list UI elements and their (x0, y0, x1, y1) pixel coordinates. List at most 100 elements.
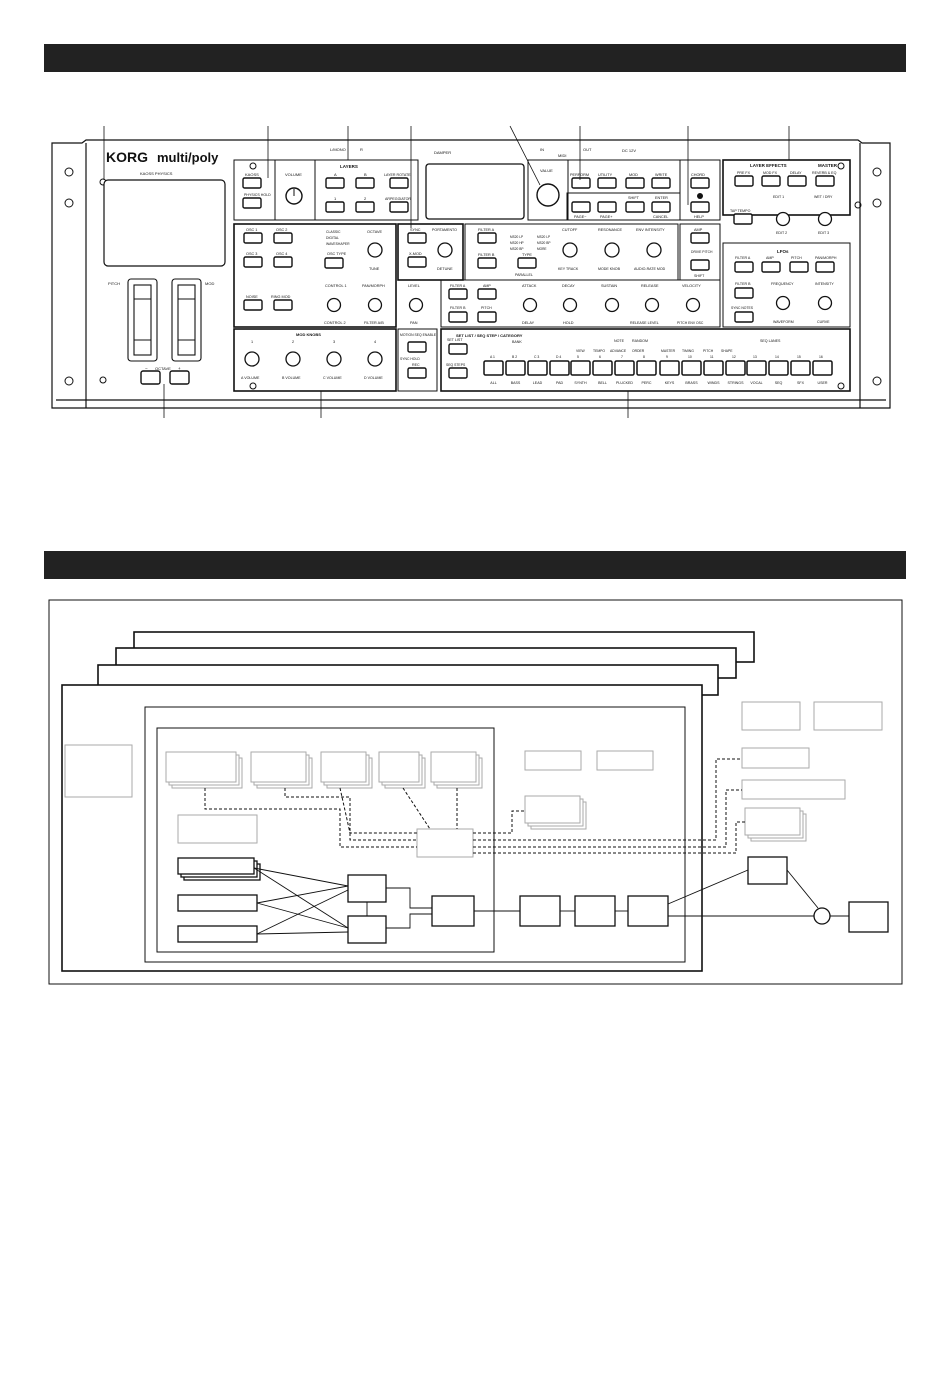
lfo-amp-button[interactable] (761, 261, 781, 273)
help-label: HELP (694, 215, 704, 219)
category-button-brass[interactable] (681, 360, 702, 376)
prefx-button[interactable] (734, 175, 754, 187)
rec-button[interactable] (407, 367, 427, 379)
delay-button[interactable] (787, 175, 807, 187)
enter-button[interactable] (651, 201, 671, 213)
sync-notes-button[interactable] (734, 311, 754, 323)
lfo-filter-b-button[interactable] (734, 287, 754, 299)
noise-button[interactable] (243, 299, 263, 311)
category-button-user[interactable] (812, 360, 833, 376)
lfo-filter-a-label: FILTER A (735, 256, 751, 260)
prefx-label: PRE FX (737, 171, 751, 175)
octave-knob[interactable] (367, 242, 383, 258)
ring-mod-button[interactable] (273, 299, 293, 311)
xmod-button[interactable] (407, 256, 427, 268)
frequency-knob[interactable] (775, 295, 791, 311)
filter-ab-knob[interactable] (367, 297, 383, 313)
env-filter-b-button[interactable] (448, 311, 468, 323)
release-knob[interactable] (644, 297, 660, 313)
octave-down-button[interactable] (140, 370, 161, 385)
arp-button[interactable] (389, 201, 409, 213)
category-button-keys[interactable] (659, 360, 680, 376)
category-button-lead[interactable] (527, 360, 548, 376)
mod-button[interactable] (625, 177, 645, 189)
edit2-knob[interactable] (775, 211, 791, 227)
level-knob[interactable] (408, 297, 424, 313)
sustain-knob[interactable] (604, 297, 620, 313)
category-button-vocal[interactable] (746, 360, 767, 376)
lfo-panmorph-button[interactable] (815, 261, 835, 273)
category-button-pad[interactable] (549, 360, 570, 376)
mod-knob-2[interactable] (285, 351, 301, 367)
set-list-button[interactable] (448, 343, 468, 355)
kaoss-pad[interactable] (103, 179, 226, 267)
control1-knob[interactable] (326, 297, 342, 313)
amp-button[interactable] (690, 232, 710, 244)
shift-button[interactable] (625, 201, 645, 213)
perform-button[interactable] (571, 177, 591, 189)
velocity-knob[interactable] (685, 297, 701, 313)
osc-type-button[interactable] (324, 257, 344, 269)
category-button-winds[interactable] (703, 360, 724, 376)
page-plus-button[interactable] (597, 201, 617, 213)
category-button-bass[interactable] (505, 360, 526, 376)
category-button-sfx[interactable] (790, 360, 811, 376)
drive-button[interactable] (690, 259, 710, 271)
osc3-button[interactable] (243, 256, 263, 268)
detune-knob[interactable] (437, 242, 453, 258)
category-button-perc[interactable] (636, 360, 657, 376)
reverb-button[interactable] (815, 175, 835, 187)
help-button[interactable] (690, 201, 710, 213)
lfo-pitch-button[interactable] (789, 261, 809, 273)
env-intensity-knob[interactable] (646, 242, 662, 258)
env-pitch-button[interactable] (477, 311, 497, 323)
layer-rotate-button[interactable] (389, 177, 409, 189)
lfo-filter-a-button[interactable] (734, 261, 754, 273)
intensity-knob[interactable] (817, 295, 833, 311)
attack-knob[interactable] (522, 297, 538, 313)
sync-button[interactable] (407, 232, 427, 244)
filter-a-button[interactable] (477, 232, 497, 244)
layer-2-button[interactable] (355, 201, 375, 213)
page-minus-button[interactable] (571, 201, 591, 213)
advance-label: ADVANCE (610, 349, 627, 353)
chord-button[interactable] (690, 177, 710, 189)
layer-1-button[interactable] (325, 201, 345, 213)
edit3-knob[interactable] (817, 211, 833, 227)
value-knob[interactable] (536, 183, 560, 207)
category-button-all[interactable] (483, 360, 504, 376)
category-button-bell[interactable] (592, 360, 613, 376)
osc4-button[interactable] (273, 256, 293, 268)
category-button-strings[interactable] (725, 360, 746, 376)
write-button[interactable] (651, 177, 671, 189)
mod-knob-3[interactable] (326, 351, 342, 367)
category-button-seq[interactable] (768, 360, 789, 376)
layer-b-button[interactable] (355, 177, 375, 189)
resonance-knob[interactable] (604, 242, 620, 258)
decay-knob[interactable] (562, 297, 578, 313)
category-button-synth[interactable] (570, 360, 591, 376)
filter-b-button[interactable] (477, 257, 497, 269)
osc1-button[interactable] (243, 232, 263, 244)
env-amp-button[interactable] (477, 288, 497, 300)
filter-type-button[interactable] (517, 257, 537, 269)
cutoff-knob[interactable] (562, 242, 578, 258)
physics-hold-button[interactable] (242, 197, 262, 209)
section-header-bar-2 (44, 551, 906, 579)
page-minus-label: PAGE− (574, 215, 587, 219)
seq-steps-button[interactable] (448, 367, 468, 379)
tap-tempo-button[interactable] (733, 213, 753, 225)
motion-enable-button[interactable] (407, 341, 427, 353)
osc2-button[interactable] (273, 232, 293, 244)
layer-a-button[interactable] (325, 177, 345, 189)
env-frame (440, 279, 721, 328)
env-filter-a-button[interactable] (448, 288, 468, 300)
octave-up-button[interactable] (169, 370, 190, 385)
category-button-plucked[interactable] (614, 360, 635, 376)
modfx-button[interactable] (761, 175, 781, 187)
kaoss-button[interactable] (242, 177, 262, 189)
mod-knob-4[interactable] (367, 351, 383, 367)
mod-knob-1[interactable] (244, 351, 260, 367)
waveshaper-label: WAVESHAPER (326, 242, 350, 246)
utility-button[interactable] (597, 177, 617, 189)
